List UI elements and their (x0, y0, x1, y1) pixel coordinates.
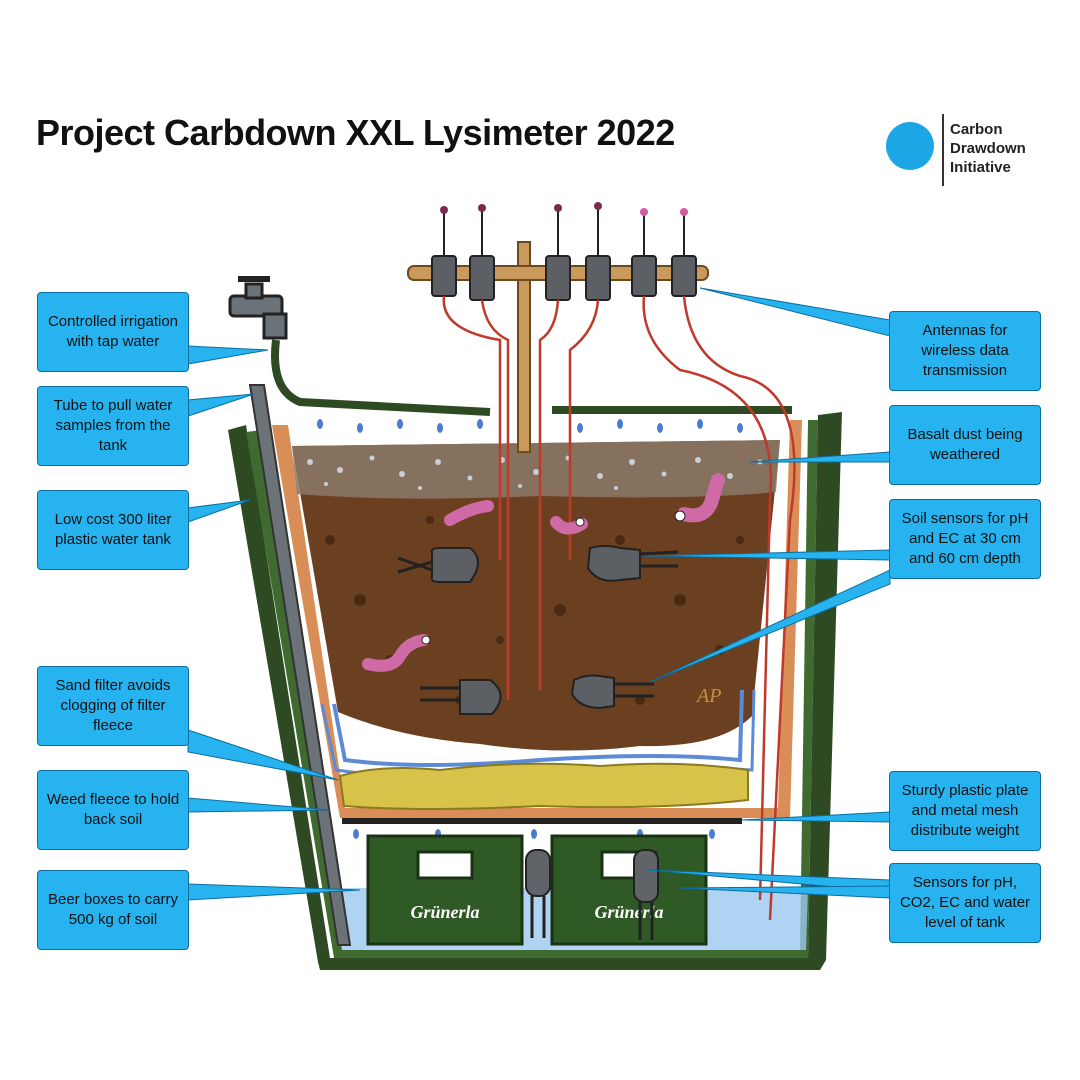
callout-arrows (187, 287, 891, 901)
label-antennas: Antennas for wireless data transmission (889, 311, 1041, 391)
label-weed-fleece: Weed fleece to hold back soil (37, 770, 189, 850)
soil-sensor-upper-right (586, 545, 679, 582)
antenna-device (631, 208, 657, 297)
label-basalt: Basalt dust being weathered (889, 405, 1041, 485)
water-tap-icon (228, 276, 288, 340)
logo-text: Carbon Drawdown Initiative (950, 120, 1026, 177)
antenna-devices (431, 202, 697, 301)
beer-crate-right: Grünerla (550, 834, 708, 946)
label-sand-filter: Sand filter avoids clogging of filter fl… (37, 666, 189, 746)
page-title: Project Carbdown XXL Lysimeter 2022 (36, 112, 675, 153)
antenna-device (545, 204, 571, 301)
logo-line-1: Carbon (950, 121, 1003, 138)
label-beer-boxes: Beer boxes to carry 500 kg of soil (37, 870, 189, 950)
label-tube: Tube to pull water samples from the tank (37, 386, 189, 466)
soil (292, 440, 780, 751)
artist-signature: AP (695, 685, 721, 707)
label-tank-sensors: Sensors for pH, CO2, EC and water level … (889, 863, 1041, 943)
worm (444, 500, 494, 526)
tank-sensor-1 (525, 849, 551, 938)
logo-divider (942, 114, 944, 186)
logo-line-2: Drawdown (950, 140, 1026, 157)
antenna-mast (517, 241, 531, 453)
logo: Carbon Drawdown Initiative (886, 114, 1056, 188)
logo-line-3: Initiative (950, 159, 1011, 176)
beer-crate-left: Grünerla (366, 834, 524, 946)
label-soil-sensors: Soil sensors for pH and EC at 30 cm and … (889, 499, 1041, 579)
label-plate: Sturdy plastic plate and metal mesh dist… (889, 771, 1041, 851)
label-irrigation: Controlled irrigation with tap water (37, 292, 189, 372)
soil-sensor-lower-right (570, 674, 654, 710)
crate-brand-left: Grünerla (410, 902, 479, 922)
worm (362, 634, 431, 672)
sample-tube (248, 384, 352, 946)
irrigation-drips (317, 419, 743, 433)
soil-sensor-upper-left (397, 547, 479, 583)
soil-sensor-lower-left (420, 679, 502, 715)
tank-sensor-2 (633, 849, 659, 940)
worm (550, 516, 588, 535)
sensor-wires (442, 295, 796, 921)
label-tank: Low cost 300 liter plastic water tank (37, 490, 189, 570)
antenna-device (585, 202, 611, 301)
irrigation-hose (271, 339, 491, 416)
crate-brand-right: Grünerla (594, 902, 663, 922)
antenna-device (469, 204, 495, 301)
antenna-device (671, 208, 697, 297)
irrigation-pipe-right (552, 406, 792, 414)
worm (674, 473, 725, 523)
antenna-device (431, 206, 457, 297)
soil-pebbles (325, 516, 744, 705)
globe-icon (886, 122, 934, 170)
drainage-line-1 (332, 689, 744, 767)
support-plate (342, 818, 742, 824)
sand-filter (338, 762, 749, 810)
